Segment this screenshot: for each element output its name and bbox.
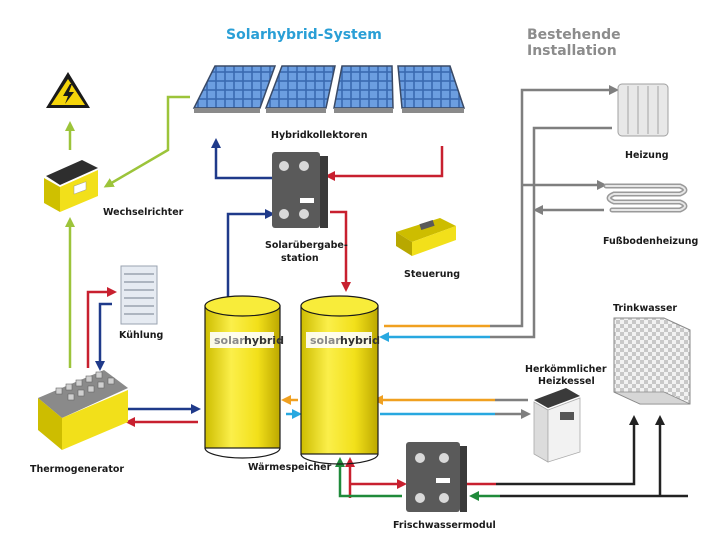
flow-hot-to-drinking-water [496, 415, 639, 486]
boiler-icon [533, 388, 581, 463]
thermogenerator-icon [38, 370, 128, 450]
controller-icon [396, 218, 456, 256]
flow-storage-to-station-navy [226, 209, 275, 304]
flow-heating-supply-grey [490, 85, 619, 328]
flow-collectors-to-inverter [103, 95, 190, 188]
label-floor-heating: Fußbodenheizung [603, 236, 698, 247]
hybrid-collectors [192, 65, 466, 113]
label-cooling: Kühlung [119, 330, 163, 341]
flow-collectors-return-red [325, 146, 444, 181]
radiator-icon [617, 83, 669, 137]
storage-right-brand-hybrid: hybrid [340, 334, 380, 347]
storage-tank-right: solar hybrid [300, 295, 380, 465]
label-boiler-2: Heizkessel [538, 376, 595, 387]
floor-heating-icon [603, 183, 688, 213]
fresh-water-module-icon [406, 442, 467, 512]
label-thermogenerator: Thermogenerator [30, 464, 124, 475]
storage-left-brand-solar: solar [214, 334, 245, 347]
high-voltage-warning-icon [46, 72, 90, 108]
label-drinking-water: Trinkwasser [613, 303, 677, 314]
label-solar-transfer-station-1: Solarübergabe- [265, 240, 348, 251]
label-hybrid-collectors: Hybridkollektoren [271, 130, 368, 141]
label-heating: Heizung [625, 150, 669, 161]
label-solar-transfer-station-2: station [281, 253, 319, 264]
flow-heating-return-grey [490, 126, 612, 339]
label-controller: Steuerung [404, 269, 460, 280]
heading-solar-system: Solarhybrid-System [226, 27, 382, 43]
flow-station-to-storage-red [330, 210, 351, 292]
flow-station-to-collectors-navy [211, 138, 272, 180]
shower-icon [613, 317, 691, 405]
label-storage: Wärmespeicher [248, 462, 332, 473]
label-fresh-water-module: Frischwassermodul [393, 520, 496, 531]
flow-cooling-to-thermo-navy [95, 302, 112, 371]
label-inverter: Wechselrichter [103, 207, 184, 218]
storage-left-brand-hybrid: hybrid [244, 334, 284, 347]
inverter-icon [44, 160, 98, 212]
storage-tank-left: solar hybrid [204, 295, 284, 459]
solar-transfer-station-icon [272, 152, 328, 228]
label-boiler-1: Herkömmlicher [525, 364, 607, 375]
flow-lines [65, 85, 688, 501]
flow-thermo-to-cooling-red [86, 287, 117, 368]
heading-existing-installation: Bestehende Installation [527, 27, 621, 59]
flow-fwm-to-storage-green [335, 457, 402, 498]
cooling-icon [120, 265, 158, 325]
storage-right-brand-solar: solar [310, 334, 341, 347]
